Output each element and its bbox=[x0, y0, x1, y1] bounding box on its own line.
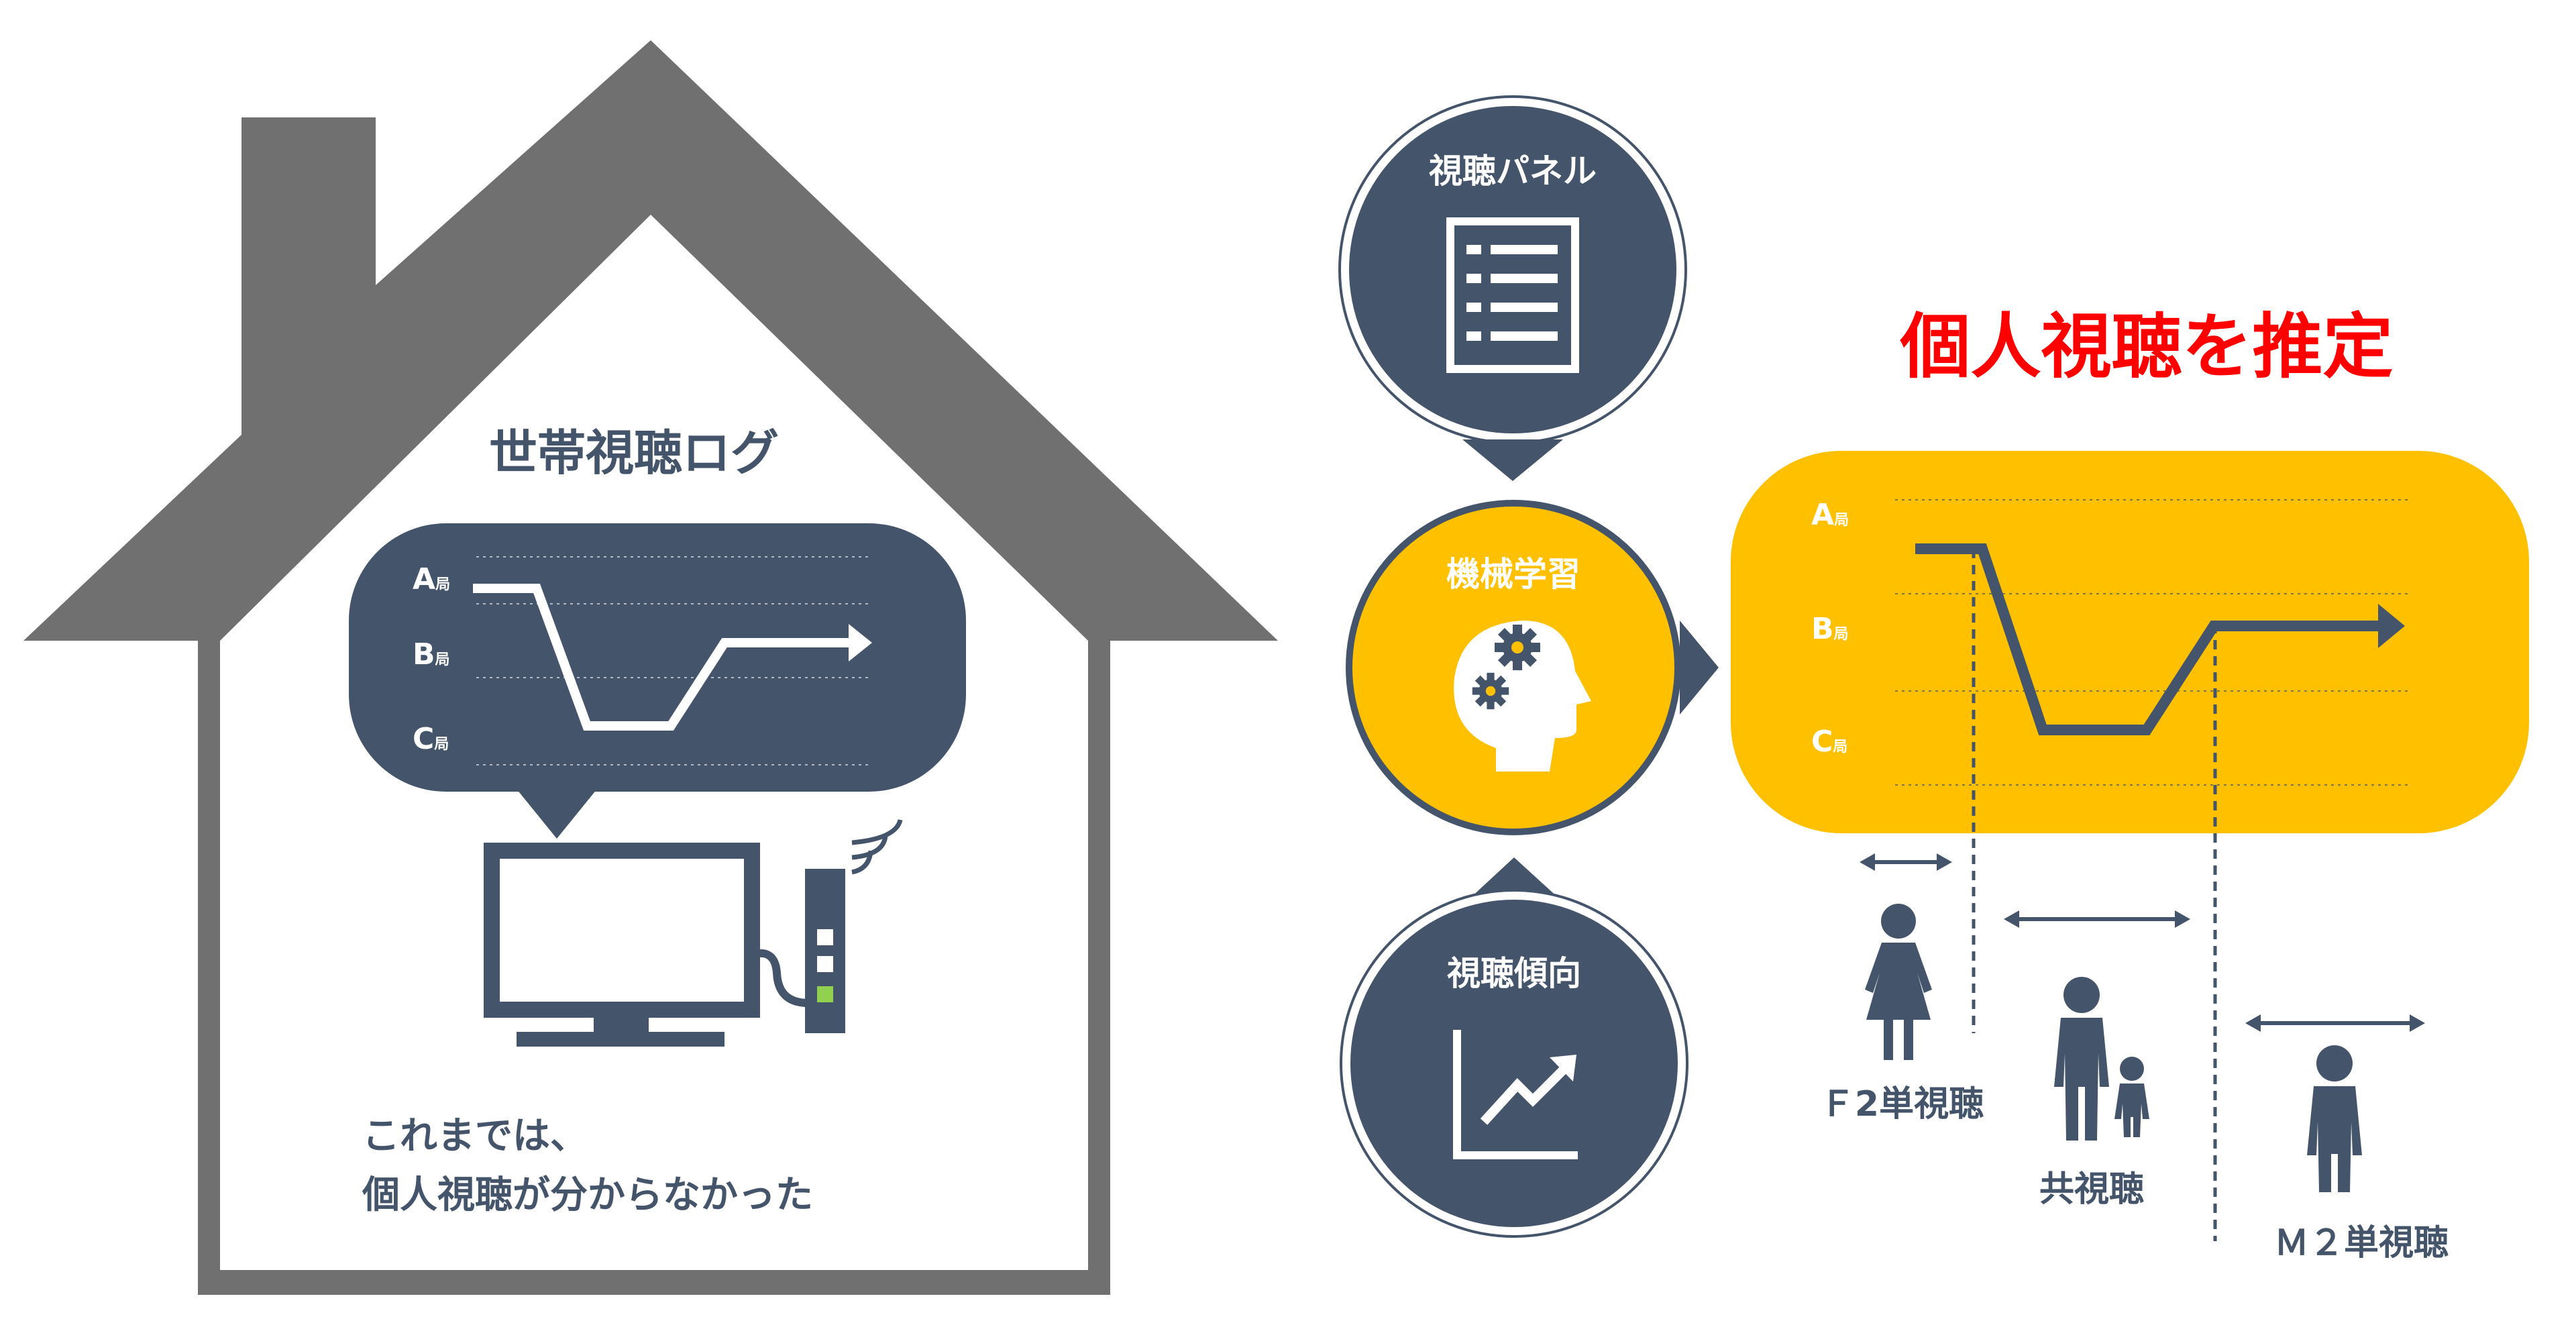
estimate-headline: 個人視聴を推定 bbox=[1899, 306, 2393, 388]
household-log-bubble bbox=[349, 523, 966, 839]
parent-child-icon bbox=[2054, 977, 2149, 1141]
channel-suffix: 局 bbox=[435, 576, 450, 593]
arrow-head-icon bbox=[849, 624, 872, 662]
segment-label-m2: Ｍ２単視聴 bbox=[2274, 1223, 2449, 1263]
channel-letter-a: A bbox=[413, 562, 435, 596]
viewing-panel-label: 視聴パネル bbox=[1429, 152, 1597, 191]
router-light-active bbox=[817, 986, 833, 1002]
channel-suffix: 局 bbox=[1833, 739, 1847, 755]
tv-icon bbox=[484, 843, 809, 1047]
household-log-title: 世帯視聴ログ bbox=[489, 425, 779, 481]
channel-letter-c: C bbox=[413, 722, 434, 756]
segment-dividers bbox=[1972, 549, 2217, 1241]
channel-letter-b: B bbox=[413, 637, 435, 672]
router-light bbox=[817, 956, 833, 972]
wifi-arc bbox=[851, 818, 903, 845]
estimate-viewing-line bbox=[1915, 543, 2405, 735]
house-outline bbox=[23, 40, 1278, 1295]
channel-letter-a: A bbox=[1811, 498, 1834, 532]
svg-text:B局: B局 bbox=[1811, 612, 1849, 646]
man-icon bbox=[2307, 1045, 2362, 1192]
panel-pointer bbox=[1462, 439, 1563, 481]
channel-letter-c: C bbox=[1811, 725, 1833, 759]
tv-screen bbox=[484, 843, 760, 1018]
tv-base bbox=[517, 1032, 724, 1047]
household-log-gridlines bbox=[476, 556, 869, 765]
household-viewing-line bbox=[473, 584, 872, 731]
machine-learning-label: 機械学習 bbox=[1446, 555, 1580, 594]
channel-suffix: 局 bbox=[434, 736, 449, 753]
tv-neck bbox=[594, 1010, 649, 1033]
channel-suffix: 局 bbox=[1834, 512, 1849, 529]
svg-text:B局: B局 bbox=[413, 637, 450, 672]
router-body bbox=[805, 869, 845, 1033]
svg-text:A局: A局 bbox=[413, 562, 450, 596]
woman-icon bbox=[1865, 904, 1932, 1060]
estimate-channel-labels: A局 B局 C局 bbox=[1811, 498, 1849, 759]
estimate-gridlines bbox=[1895, 499, 2408, 786]
wifi-arc bbox=[851, 835, 888, 860]
router-light bbox=[817, 929, 833, 945]
viewing-panel-node bbox=[1338, 95, 1687, 481]
channel-suffix: 局 bbox=[1834, 626, 1849, 643]
segment-label-co-viewing: 共視聴 bbox=[2039, 1169, 2144, 1210]
estimate-viewing-path bbox=[1915, 543, 2381, 735]
viewing-trend-label: 視聴傾向 bbox=[1447, 954, 1581, 993]
router-icon bbox=[805, 818, 903, 1033]
segment-label-f2: Ｆ2単視聴 bbox=[1820, 1084, 1984, 1124]
viewing-trend-node bbox=[1340, 857, 1688, 1238]
svg-text:C局: C局 bbox=[1811, 725, 1847, 759]
list-icon bbox=[1446, 217, 1579, 373]
estimate-panel-box bbox=[1731, 451, 2529, 833]
house-illustration bbox=[23, 40, 1278, 1295]
trend-chart-icon bbox=[1453, 1030, 1578, 1159]
svg-text:C局: C局 bbox=[413, 722, 449, 756]
tv-cable bbox=[746, 949, 809, 1007]
household-viewing-path bbox=[473, 584, 852, 731]
caption-line-2: 個人視聴が分からなかった bbox=[362, 1173, 813, 1217]
caption-line-1: これまでは、 bbox=[362, 1114, 588, 1158]
channel-letter-b: B bbox=[1811, 612, 1834, 646]
household-channel-labels: A局 B局 C局 bbox=[413, 562, 450, 756]
arrow-head-icon bbox=[2378, 604, 2405, 648]
svg-text:A局: A局 bbox=[1811, 498, 1849, 532]
bubble-pointer bbox=[517, 789, 597, 839]
trend-pointer bbox=[1469, 857, 1560, 899]
estimate-panel bbox=[1731, 451, 2529, 833]
channel-suffix: 局 bbox=[435, 651, 450, 668]
brain-gears-icon bbox=[1454, 621, 1591, 772]
segment-range-arrows bbox=[1860, 853, 2425, 1032]
ml-pointer bbox=[1680, 621, 1719, 715]
